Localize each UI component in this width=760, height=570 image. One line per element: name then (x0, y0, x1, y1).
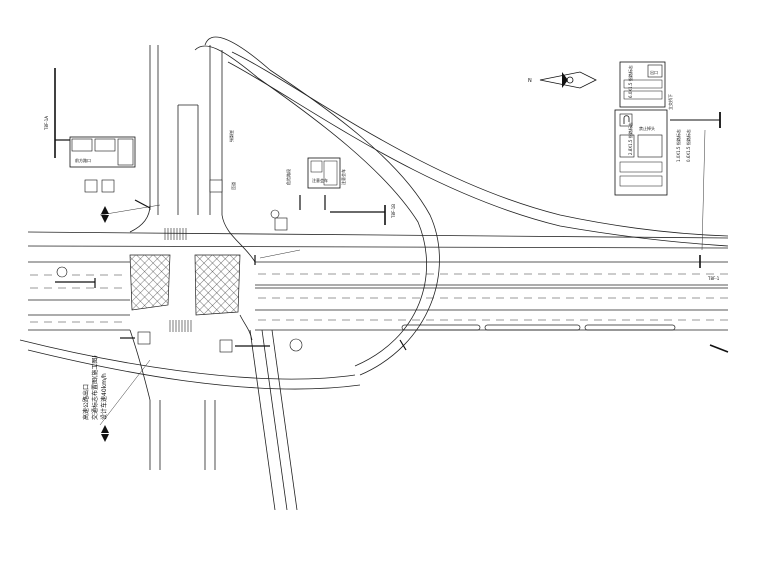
sign-pole-east: T8F-1 (670, 112, 729, 353)
callout-bottom-3: 设计车速40km/h (100, 373, 108, 420)
sign-text-east-upper: 出口 (650, 69, 658, 75)
pole-label-3: T8F-1 (707, 276, 720, 281)
lane-dashes (30, 273, 728, 323)
crosswalks (164, 228, 192, 332)
leader-lines (99, 129, 706, 426)
callout-center-2: 注意会车 (340, 169, 346, 185)
sign-board-center-north: 注意会车 (307, 157, 341, 189)
callout-right-5: 立交桥下 (667, 94, 673, 110)
direction-arrows (101, 206, 109, 442)
callout-right-4: 0.6X1.5 指路标志 (685, 129, 691, 162)
callout-right-1: 6.0X1.5 指路标志 (627, 65, 633, 98)
north-label: N (528, 78, 532, 84)
sign-text-east-lower: 禁止掉头 (639, 125, 655, 131)
hatched-islands (129, 254, 241, 316)
sign-pole-center-north: T8F-1B (299, 195, 396, 225)
sign-text-northwest: 前方路口 (75, 157, 91, 163)
text-callouts: 高楼街 匝道 危险路段 注意会车 6.0X1.5 指路标志 2.8X1.5 指路… (82, 65, 691, 420)
callout-center-1: 危险路段 (285, 169, 291, 185)
north-road (149, 45, 223, 215)
ramp-label: 匝道 (230, 182, 236, 190)
sign-board-northwest: 前方路口 (69, 136, 136, 168)
callout-bottom-1: 高速公路出口 (82, 384, 90, 420)
sign-text-center: 注意会车 (312, 177, 328, 183)
sign-board-east-lower: 禁止掉头 (614, 109, 668, 196)
pole-label-1: T8F-1A (44, 116, 49, 131)
sign-board-east-upper: 出口 (619, 61, 666, 108)
ramp-loop (19, 36, 729, 390)
callout-right-2: 2.8X1.5 指路标志 (627, 122, 633, 155)
median-islands (401, 324, 676, 331)
pole-label-2: T8F-1B (391, 204, 396, 219)
small-sign-poles (55, 199, 407, 351)
callout-bottom-2: 交通标志布置图(施工图) (91, 355, 99, 420)
callout-right-3: 1.0X1.5 指路标志 (675, 129, 681, 162)
north-arrow-icon: N (528, 71, 597, 89)
small-signs (56, 179, 303, 353)
sign-pole-northwest: T8F-1A (44, 68, 70, 158)
south-road (149, 329, 298, 511)
road-label-northwest: 高楼街 (229, 130, 235, 142)
